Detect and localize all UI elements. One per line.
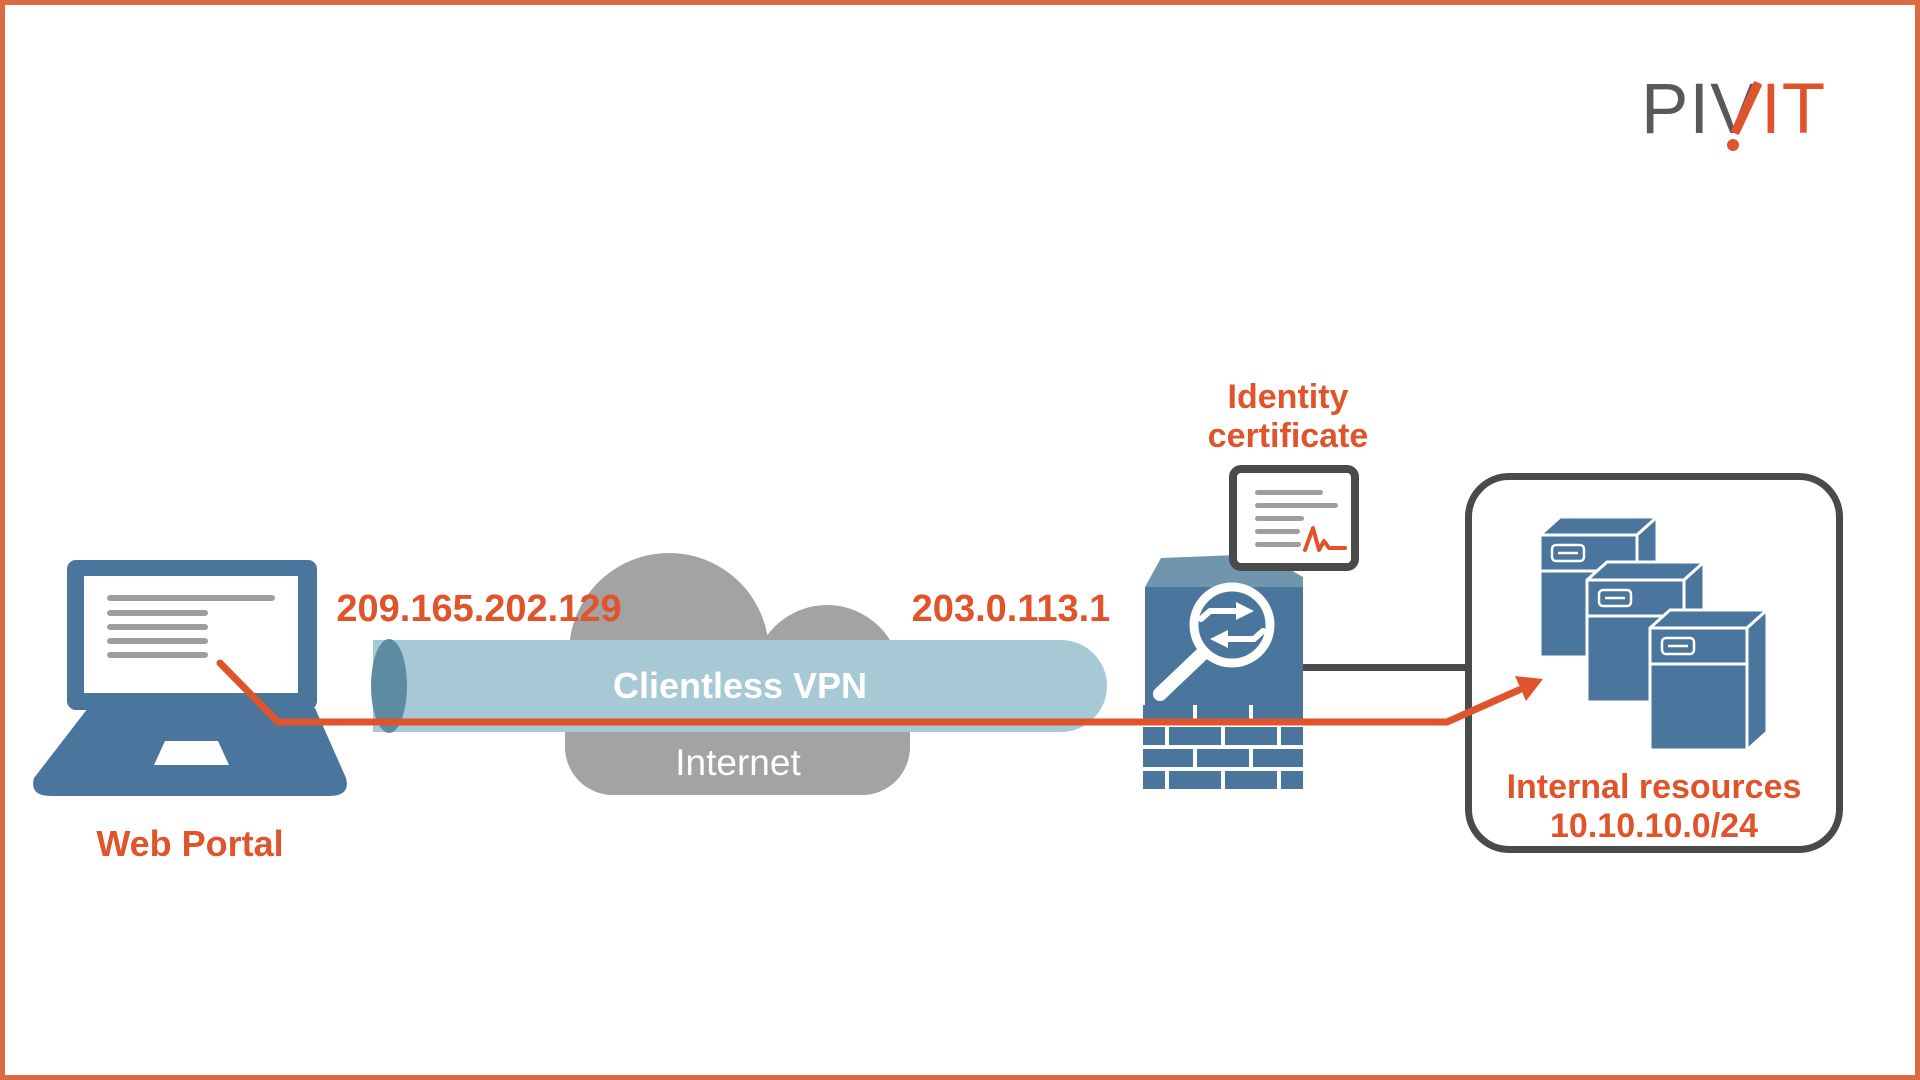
certificate-signature bbox=[1303, 526, 1347, 552]
web-portal-label: Web Portal bbox=[96, 823, 284, 864]
laptop-icon bbox=[33, 560, 347, 796]
server-stack-icon bbox=[1538, 515, 1769, 752]
client-public-ip-label: 209.165.202.129 bbox=[336, 588, 622, 630]
firewall-bricks bbox=[1143, 705, 1303, 789]
pivit-logo-orange-text: IT bbox=[1761, 70, 1827, 149]
tunnel-label: Clientless VPN bbox=[612, 665, 868, 706]
firewall-icon bbox=[1143, 554, 1303, 789]
identity-certificate-label-line1: Identity bbox=[1227, 378, 1349, 416]
connector-line bbox=[1303, 664, 1473, 671]
internal-resources-label-line1: Internal resources bbox=[1506, 768, 1802, 806]
internal-resources-label: Internal resources 10.10.10.0/24 bbox=[1472, 768, 1836, 846]
internal-resources-box: Internal resources 10.10.10.0/24 bbox=[1465, 473, 1843, 853]
firewall-public-ip-label: 203.0.113.1 bbox=[911, 588, 1111, 630]
certificate-text-lines bbox=[1255, 490, 1338, 547]
tunnel-end-cap bbox=[371, 639, 407, 733]
pivit-logo-gray-text: PIV bbox=[1641, 70, 1759, 149]
laptop-touchpad bbox=[154, 741, 229, 765]
internal-resources-label-line2: 10.10.10.0/24 bbox=[1550, 806, 1758, 845]
pivit-logo-dot bbox=[1727, 139, 1739, 151]
identity-certificate-label-line2: certificate bbox=[1207, 416, 1369, 455]
server-icon bbox=[1648, 608, 1769, 752]
pivit-logo: PIV IT bbox=[1641, 67, 1841, 157]
internet-label: Internet bbox=[675, 742, 801, 783]
identity-certificate-label: Identity certificate bbox=[1148, 378, 1428, 456]
certificate-icon bbox=[1229, 465, 1359, 571]
laptop-screen bbox=[84, 576, 298, 693]
screen-text-lines bbox=[107, 595, 275, 658]
